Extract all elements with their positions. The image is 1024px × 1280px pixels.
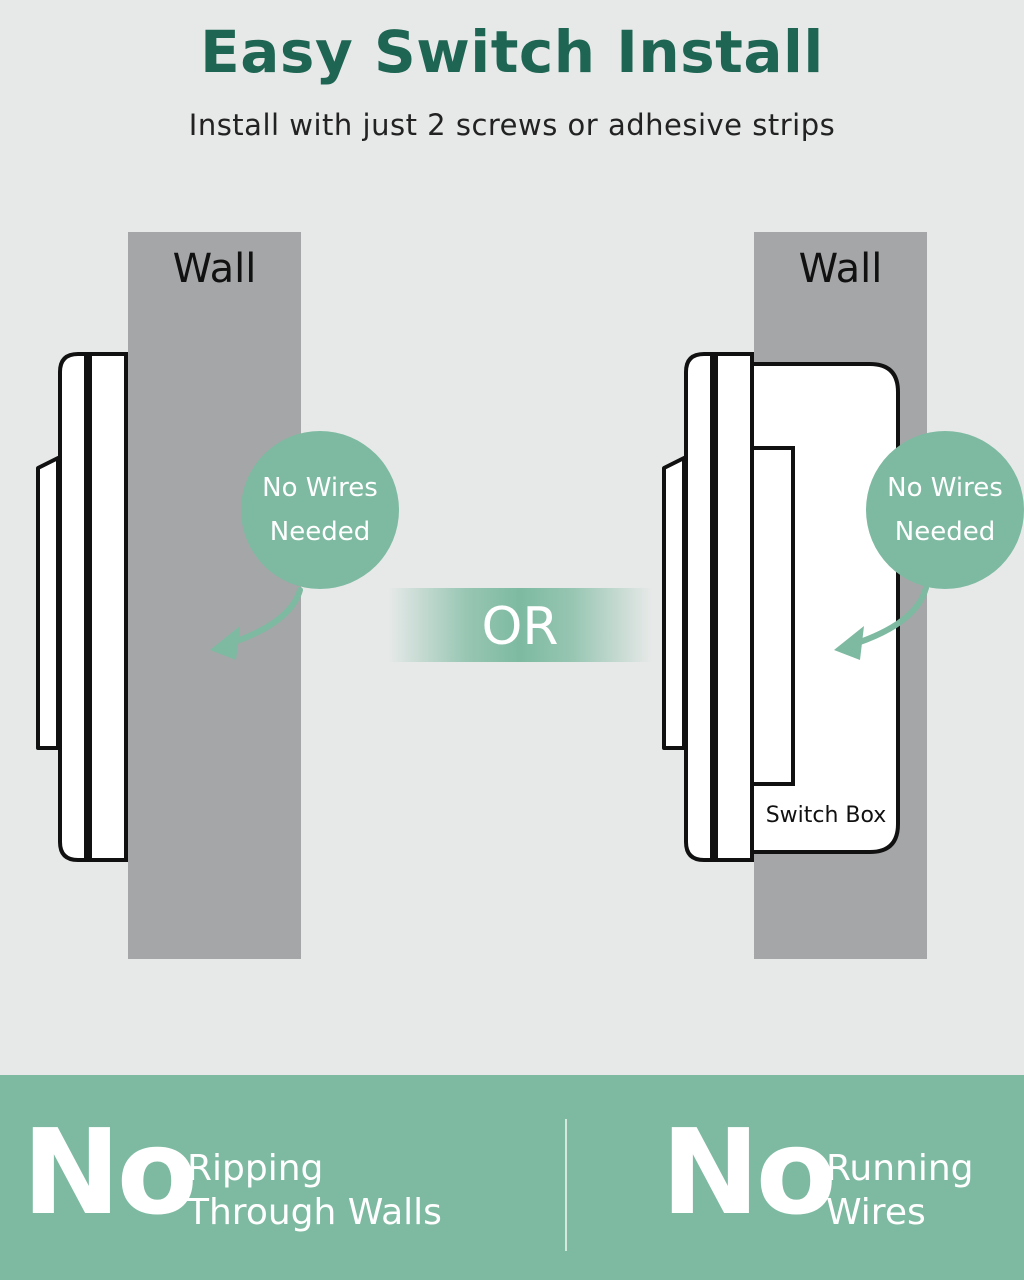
footer-right-line1: Running bbox=[826, 1148, 974, 1189]
left-bubble-line1: No Wires bbox=[262, 473, 378, 503]
or-band bbox=[388, 588, 652, 662]
footer-banner: No Ripping Through Walls No Running Wire… bbox=[0, 1075, 1024, 1280]
left-bubble-line2: Needed bbox=[269, 517, 371, 547]
left-wall bbox=[128, 232, 301, 959]
right-bubble-line2: Needed bbox=[894, 517, 996, 547]
footer-right-description: Running Wires bbox=[826, 1147, 974, 1235]
footer-left-line2: Through Walls bbox=[187, 1192, 442, 1233]
page-subtitle: Install with just 2 screws or adhesive s… bbox=[188, 108, 836, 142]
footer-divider bbox=[565, 1119, 567, 1251]
right-arrow-icon bbox=[834, 585, 929, 660]
left-no-wires-bubble: No Wires Needed bbox=[241, 431, 399, 589]
left-switch-rocker bbox=[36, 456, 60, 750]
left-wall-label: Wall bbox=[172, 246, 257, 292]
right-no-wires-bubble: No Wires Needed bbox=[866, 431, 1024, 589]
or-label: OR bbox=[481, 597, 559, 657]
switch-box bbox=[750, 362, 900, 854]
footer-right-no: No bbox=[661, 1103, 837, 1241]
footer-left-line1: Ripping bbox=[187, 1148, 324, 1189]
footer-left-no: No bbox=[22, 1103, 198, 1241]
right-bubble-line1: No Wires bbox=[887, 473, 1003, 503]
switch-box-label: Switch Box bbox=[765, 803, 887, 828]
footer-left-description: Ripping Through Walls bbox=[187, 1147, 442, 1235]
left-switch-plate bbox=[58, 352, 128, 862]
right-switch-rocker bbox=[662, 456, 686, 750]
left-arrow-icon bbox=[210, 587, 303, 660]
right-switch-plate bbox=[684, 352, 754, 862]
right-wall-label: Wall bbox=[798, 246, 883, 292]
page-title: Easy Switch Install bbox=[200, 18, 824, 86]
footer-right-line2: Wires bbox=[826, 1192, 926, 1233]
